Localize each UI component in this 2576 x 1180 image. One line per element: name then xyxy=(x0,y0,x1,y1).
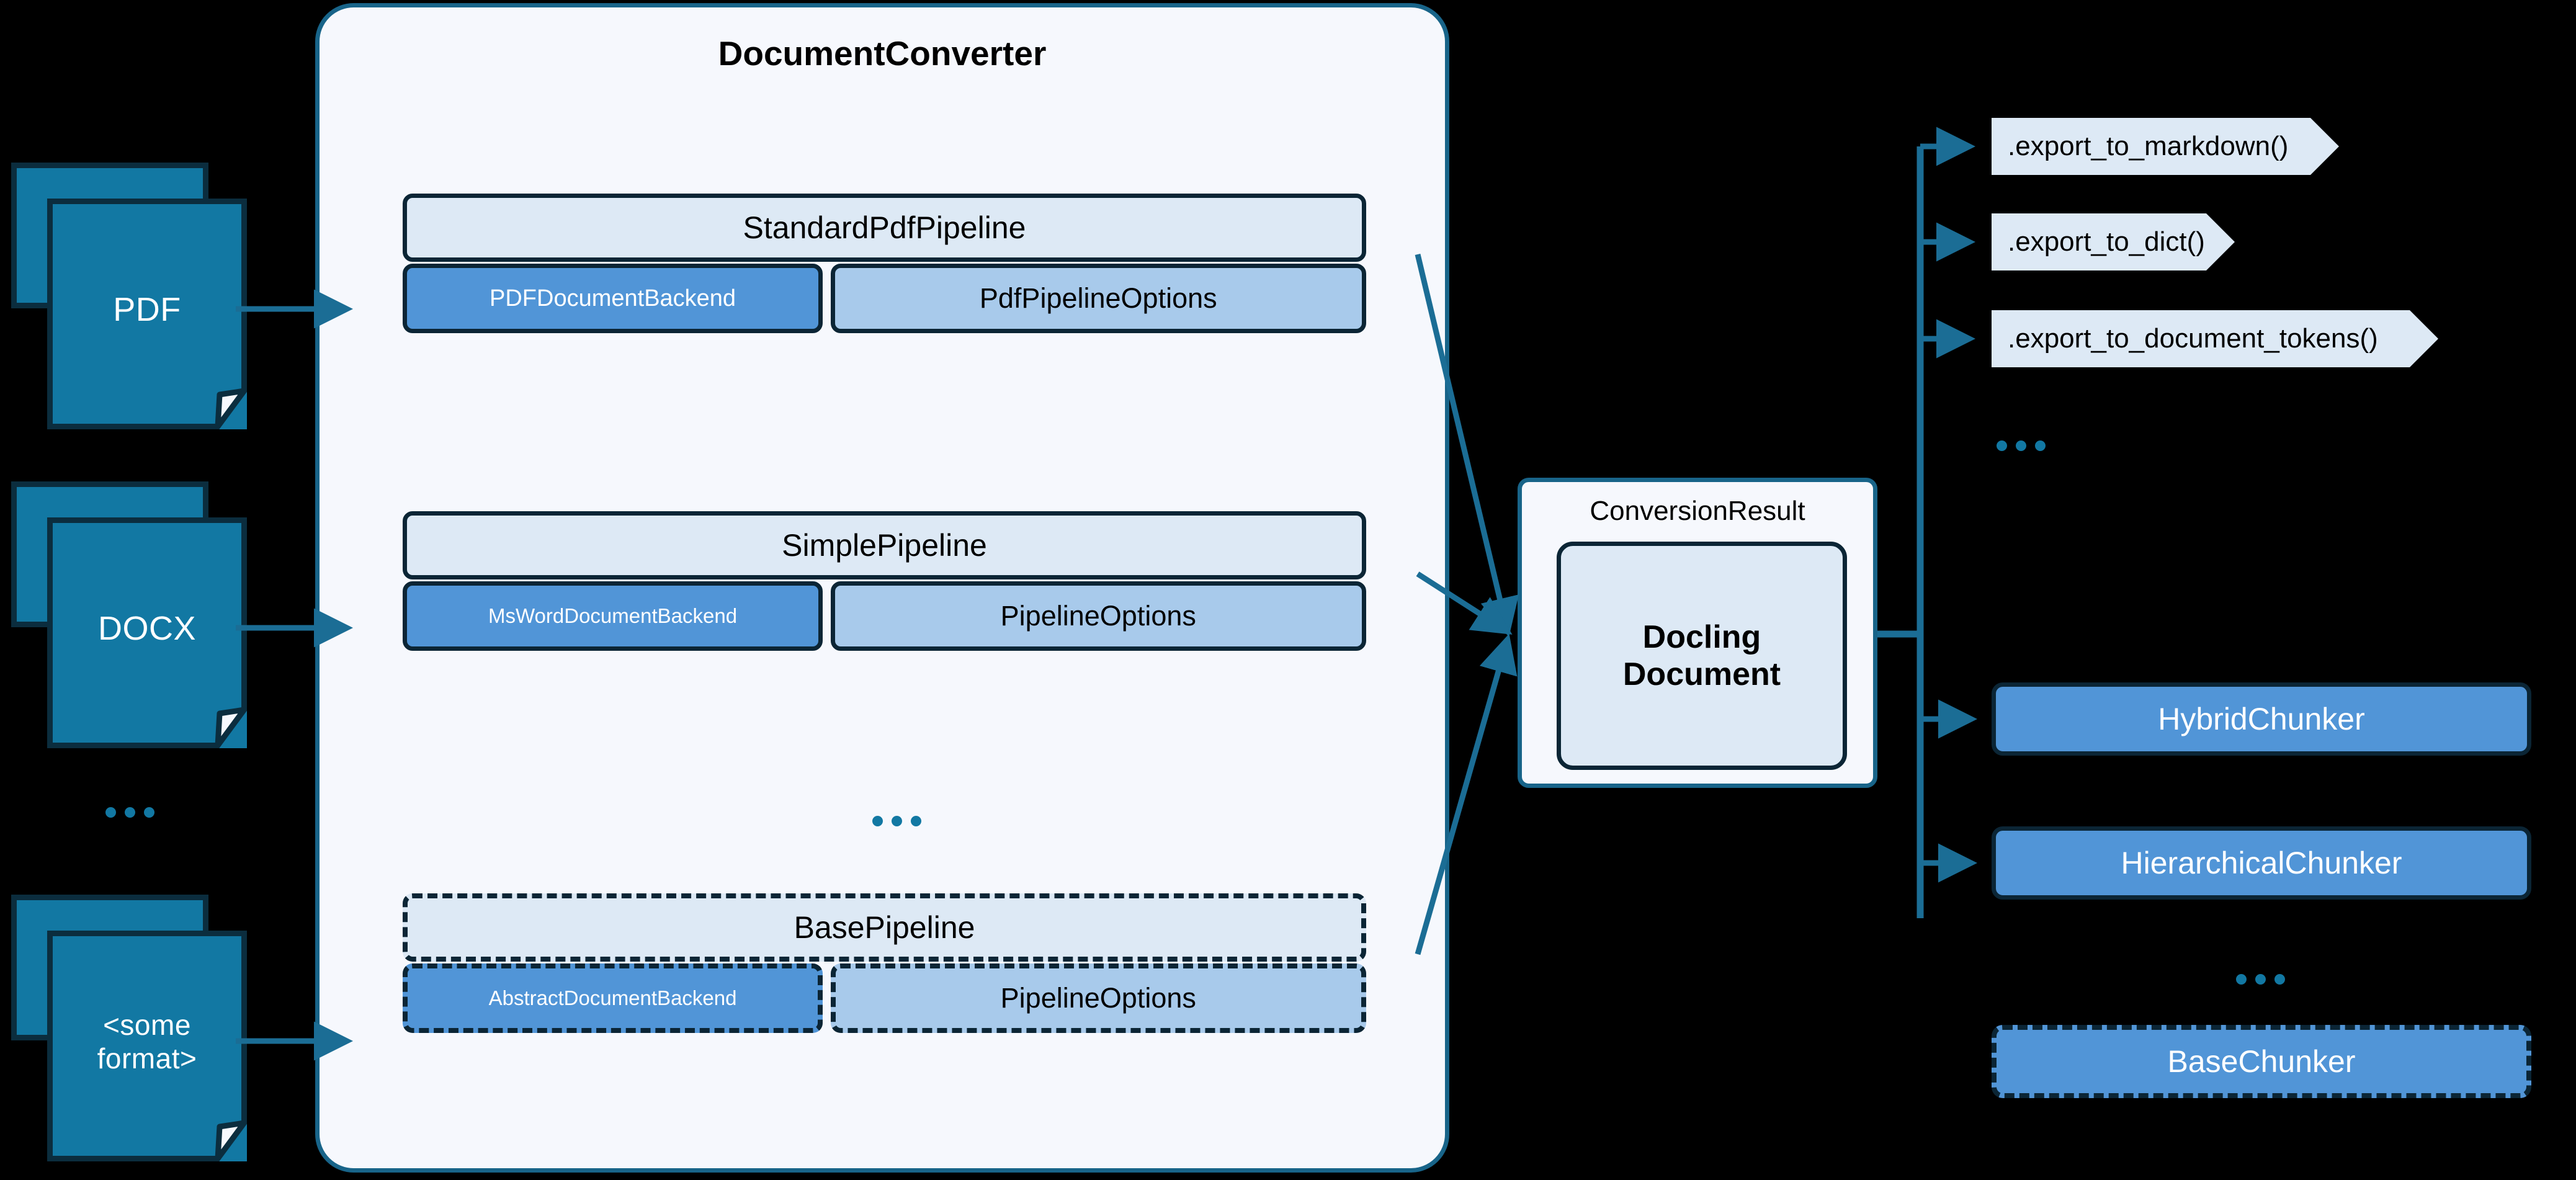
source-document-pdf: PDF xyxy=(11,163,247,429)
doc-front-sheet: DOCX xyxy=(47,517,247,748)
docling-document-line2: Document xyxy=(1622,656,1781,692)
pipeline-group-base: BasePipeline AbstractDocumentBackend Pip… xyxy=(403,893,1366,1034)
pipeline-group-simple: SimplePipeline MsWordDocumentBackend Pip… xyxy=(403,511,1366,651)
source-document-other-format: <some format> xyxy=(11,895,247,1161)
docling-document-label: Docling Document xyxy=(1623,619,1781,694)
chunkers-ellipsis xyxy=(2236,974,2285,985)
options-box-pipelineoptions[interactable]: PipelineOptions xyxy=(830,963,1366,1033)
document-converter-panel: DocumentConverter StandardPdfPipeline PD… xyxy=(315,3,1449,1173)
chunker-box-base[interactable]: BaseChunker xyxy=(1992,1025,2531,1098)
dot xyxy=(892,816,902,826)
conversion-result-label: ConversionResult xyxy=(1590,496,1805,526)
conversion-result-container: ConversionResult Docling Document xyxy=(1518,478,1877,788)
chunker-label: HybridChunker xyxy=(2158,702,2365,736)
dot xyxy=(2236,974,2247,985)
dot xyxy=(144,807,154,818)
pipeline-name-standardpdfpipeline[interactable]: StandardPdfPipeline xyxy=(403,194,1366,262)
dot xyxy=(2035,440,2046,451)
pipeline-name-basepipeline[interactable]: BasePipeline xyxy=(403,893,1366,962)
pipeline-components-row: AbstractDocumentBackend PipelineOptions xyxy=(403,963,1366,1033)
source-document-label: DOCX xyxy=(97,609,196,647)
options-box-pdfpipelineoptions[interactable]: PdfPipelineOptions xyxy=(830,264,1366,333)
backend-box-msworddocumentbackend[interactable]: MsWordDocumentBackend xyxy=(403,581,823,651)
export-chip-label: .export_to_dict() xyxy=(2008,226,2205,257)
dot xyxy=(2255,974,2266,985)
export-chip-label: .export_to_markdown() xyxy=(2008,131,2289,161)
backend-box-abstractdocumentbackend[interactable]: AbstractDocumentBackend xyxy=(403,963,823,1033)
doc-front-sheet: <some format> xyxy=(47,931,247,1161)
export-chip-document-tokens[interactable]: .export_to_document_tokens() xyxy=(1992,310,2438,367)
source-document-label: <some format> xyxy=(97,1008,197,1084)
pipelines-ellipsis xyxy=(872,816,921,826)
dot xyxy=(872,816,883,826)
chunker-label: BaseChunker xyxy=(2167,1044,2356,1079)
source-document-label: PDF xyxy=(113,290,181,328)
page-title: DocumentConverter xyxy=(718,34,1047,73)
pipeline-group-standard-pdf: StandardPdfPipeline PDFDocumentBackend P… xyxy=(403,194,1366,334)
chunker-label: HierarchicalChunker xyxy=(2121,846,2402,880)
dot xyxy=(2016,440,2026,451)
dot xyxy=(911,816,921,826)
dot xyxy=(105,807,116,818)
docling-document-box[interactable]: Docling Document xyxy=(1557,542,1847,770)
source-document-label-line1: <some xyxy=(103,1008,191,1041)
dot xyxy=(125,807,135,818)
doc-front-sheet: PDF xyxy=(47,199,247,429)
source-documents-ellipsis xyxy=(105,807,154,818)
exports-ellipsis xyxy=(1997,440,2046,451)
options-box-pipelineoptions[interactable]: PipelineOptions xyxy=(830,581,1366,651)
pipeline-components-row: PDFDocumentBackend PdfPipelineOptions xyxy=(403,264,1366,333)
pipeline-name-simplepipeline[interactable]: SimplePipeline xyxy=(403,511,1366,579)
document-page-icon xyxy=(47,199,247,429)
chunker-box-hybrid[interactable]: HybridChunker xyxy=(1992,682,2531,756)
chunker-box-hierarchical[interactable]: HierarchicalChunker xyxy=(1992,826,2531,900)
source-document-docx: DOCX xyxy=(11,481,247,748)
export-chip-label: .export_to_document_tokens() xyxy=(2008,323,2378,354)
dot xyxy=(2274,974,2285,985)
document-page-icon xyxy=(47,517,247,748)
pipeline-components-row: MsWordDocumentBackend PipelineOptions xyxy=(403,581,1366,651)
export-chip-dict[interactable]: .export_to_dict() xyxy=(1992,213,2235,270)
document-page-icon xyxy=(47,931,247,1161)
source-document-label-line2: format> xyxy=(97,1042,197,1075)
backend-box-pdfdocumentbackend[interactable]: PDFDocumentBackend xyxy=(403,264,823,333)
export-chip-markdown[interactable]: .export_to_markdown() xyxy=(1992,118,2339,175)
docling-document-line1: Docling xyxy=(1642,619,1761,655)
dot xyxy=(1997,440,2007,451)
